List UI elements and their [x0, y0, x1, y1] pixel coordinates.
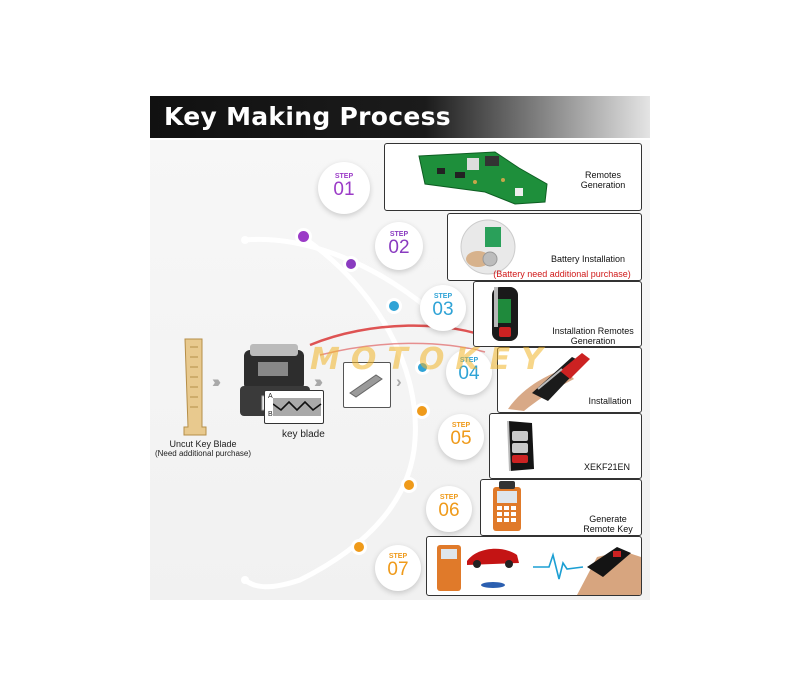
key-blade-box	[343, 362, 391, 408]
step-caption: Generate Remote Key	[577, 514, 639, 534]
key-programmer-icon	[493, 481, 521, 531]
caption-line: Installation Remotes	[552, 326, 634, 336]
step-dot-01	[298, 231, 309, 242]
step-word: STEP	[439, 494, 459, 501]
flip-key-remote-icon	[507, 420, 534, 472]
blade-mark-a: A	[268, 393, 273, 400]
programming-scene-icon	[437, 545, 641, 595]
step-word: STEP	[459, 357, 479, 364]
step-word: STEP	[451, 422, 471, 429]
caption-line: XEKF21EN	[583, 462, 631, 472]
step-card-07	[426, 536, 642, 596]
caption-line: Remotes	[584, 170, 621, 180]
process-arrow-2: ›››	[314, 372, 323, 391]
caption-line: Battery Installation	[550, 254, 626, 264]
caption-line: Generation	[580, 180, 626, 190]
step-dot-07	[354, 542, 364, 552]
watermark-text: MOTOKEY	[310, 342, 554, 377]
blade-profile-icon	[273, 398, 322, 416]
step-number: 04	[458, 363, 480, 384]
key-blade-label: key blade	[282, 429, 325, 440]
step-word: STEP	[389, 231, 409, 238]
blade-mark-b: B	[268, 411, 273, 418]
step-number: 01	[333, 179, 355, 200]
step-card-05: XEKF21EN	[489, 413, 642, 479]
process-arrow-1: ›››	[212, 372, 221, 391]
blade-closeup: A B	[264, 390, 324, 424]
uncut-blade-label: Uncut Key Blade	[169, 439, 237, 449]
step-dot-02	[346, 259, 356, 269]
pcb-board-icon	[418, 151, 548, 205]
step-number: 06	[438, 500, 460, 521]
step-word: STEP	[388, 553, 408, 560]
uncut-key-blade-icon	[183, 338, 207, 436]
page-title: Key Making Process	[164, 102, 451, 131]
step-circle-06: STEP 06	[426, 486, 472, 532]
caption-line: Generation	[570, 336, 616, 346]
process-curves	[241, 232, 496, 590]
key-blade-icon	[349, 374, 383, 398]
remote-shell-icon	[492, 287, 518, 341]
step-caption: Installation Remotes Generation	[546, 326, 640, 346]
coin-battery-icon	[460, 219, 516, 275]
step-dot-04	[418, 363, 427, 372]
title-banner: Key Making Process	[150, 96, 650, 138]
step-caption: Remotes Generation	[567, 170, 639, 190]
step-number: 07	[387, 559, 409, 580]
step-card-06: Generate Remote Key	[480, 479, 642, 536]
step-word: STEP	[433, 293, 453, 300]
step-circle-04: STEP 04	[446, 349, 492, 395]
step-card-02: Battery Installation (Battery need addit…	[447, 213, 642, 281]
step-dot-03	[389, 301, 399, 311]
step-number: 05	[450, 428, 472, 449]
step-circle-03: STEP 03	[420, 285, 466, 331]
step-circle-07: STEP 07	[375, 545, 421, 591]
step-card-04: Installation	[497, 347, 642, 413]
caption-line: Generate	[589, 514, 627, 524]
step-card-03: Installation Remotes Generation	[473, 281, 642, 347]
step-number: 02	[388, 237, 410, 258]
caption-line: Installation	[588, 396, 632, 406]
step-dot-06	[404, 480, 414, 490]
remote-installation-icon	[508, 353, 590, 411]
step-word: STEP	[334, 173, 354, 180]
battery-purchase-note: (Battery need additional purchase)	[493, 269, 631, 279]
step-circle-05: STEP 05	[438, 414, 484, 460]
step-circle-02: STEP 02	[375, 222, 423, 270]
step-circle-01: STEP 01	[318, 162, 370, 214]
blade-purchase-note: (Need additional purchase)	[154, 449, 252, 458]
caption-line: Remote Key	[583, 524, 633, 534]
step-card-01: Remotes Generation	[384, 143, 642, 211]
step-number: 03	[432, 299, 454, 320]
step-dot-05	[417, 406, 427, 416]
